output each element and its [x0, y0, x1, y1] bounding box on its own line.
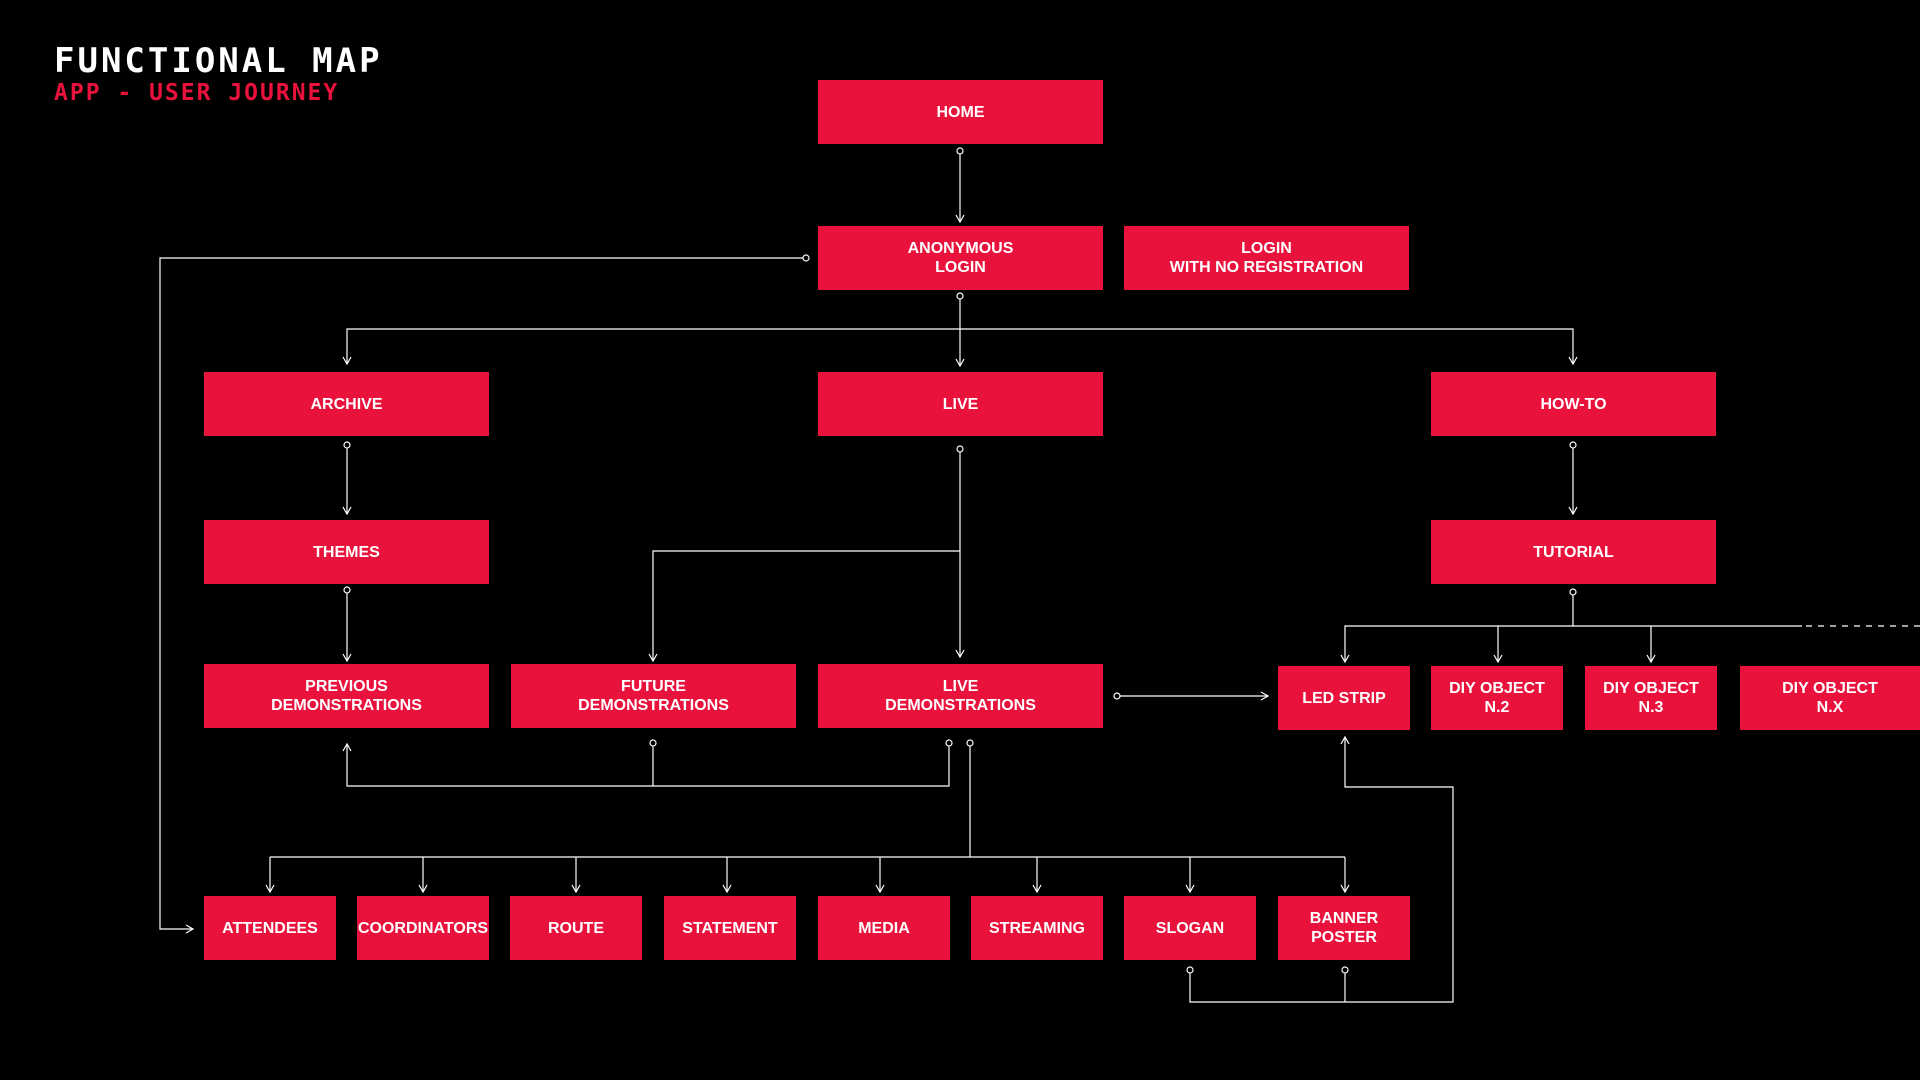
node-live[interactable]: LIVE	[818, 372, 1103, 436]
node-diy-object-2[interactable]: DIY OBJECT N.2	[1431, 666, 1563, 730]
node-diy-object-x[interactable]: DIY OBJECT N.X	[1740, 666, 1920, 730]
connector-login-attendees	[159, 257, 806, 934]
connector-demos-previous	[342, 742, 950, 787]
node-media[interactable]: MEDIA	[818, 896, 950, 960]
node-led-strip[interactable]: LED STRIP	[1278, 666, 1410, 730]
node-anonymous-login[interactable]: ANONYMOUS LOGIN	[818, 226, 1103, 290]
node-tutorial[interactable]: TUTORIAL	[1431, 520, 1716, 584]
node-route[interactable]: ROUTE	[510, 896, 642, 960]
connector-live-future	[648, 550, 960, 663]
connector-login-archive	[342, 328, 960, 366]
node-login-no-registration[interactable]: LOGIN WITH NO REGISTRATION	[1124, 226, 1409, 290]
node-live-demonstrations[interactable]: LIVE DEMONSTRATIONS	[818, 664, 1103, 728]
node-home[interactable]: HOME	[818, 80, 1103, 144]
node-coordinators[interactable]: COORDINATORS	[357, 896, 489, 960]
connector-login-howto	[960, 328, 1578, 366]
node-streaming[interactable]: STREAMING	[971, 896, 1103, 960]
node-future-demonstrations[interactable]: FUTURE DEMONSTRATIONS	[511, 664, 796, 728]
node-previous-demonstrations[interactable]: PREVIOUS DEMONSTRATIONS	[204, 664, 489, 728]
page-subtitle: APP - USER JOURNEY	[54, 80, 340, 106]
node-archive[interactable]: ARCHIVE	[204, 372, 489, 436]
node-attendees[interactable]: ATTENDEES	[204, 896, 336, 960]
connector-slogan-banner-ledstrip	[1189, 735, 1454, 1003]
node-themes[interactable]: THEMES	[204, 520, 489, 584]
node-diy-object-3[interactable]: DIY OBJECT N.3	[1585, 666, 1717, 730]
node-statement[interactable]: STATEMENT	[664, 896, 796, 960]
node-how-to[interactable]: HOW-TO	[1431, 372, 1716, 436]
node-banner-poster[interactable]: BANNER POSTER	[1278, 896, 1410, 960]
node-slogan[interactable]: SLOGAN	[1124, 896, 1256, 960]
title-block: FUNCTIONAL MAP APP - USER JOURNEY	[54, 42, 383, 106]
connector-tutorial-diy	[1340, 592, 1574, 664]
page-title: FUNCTIONAL MAP	[54, 41, 383, 81]
